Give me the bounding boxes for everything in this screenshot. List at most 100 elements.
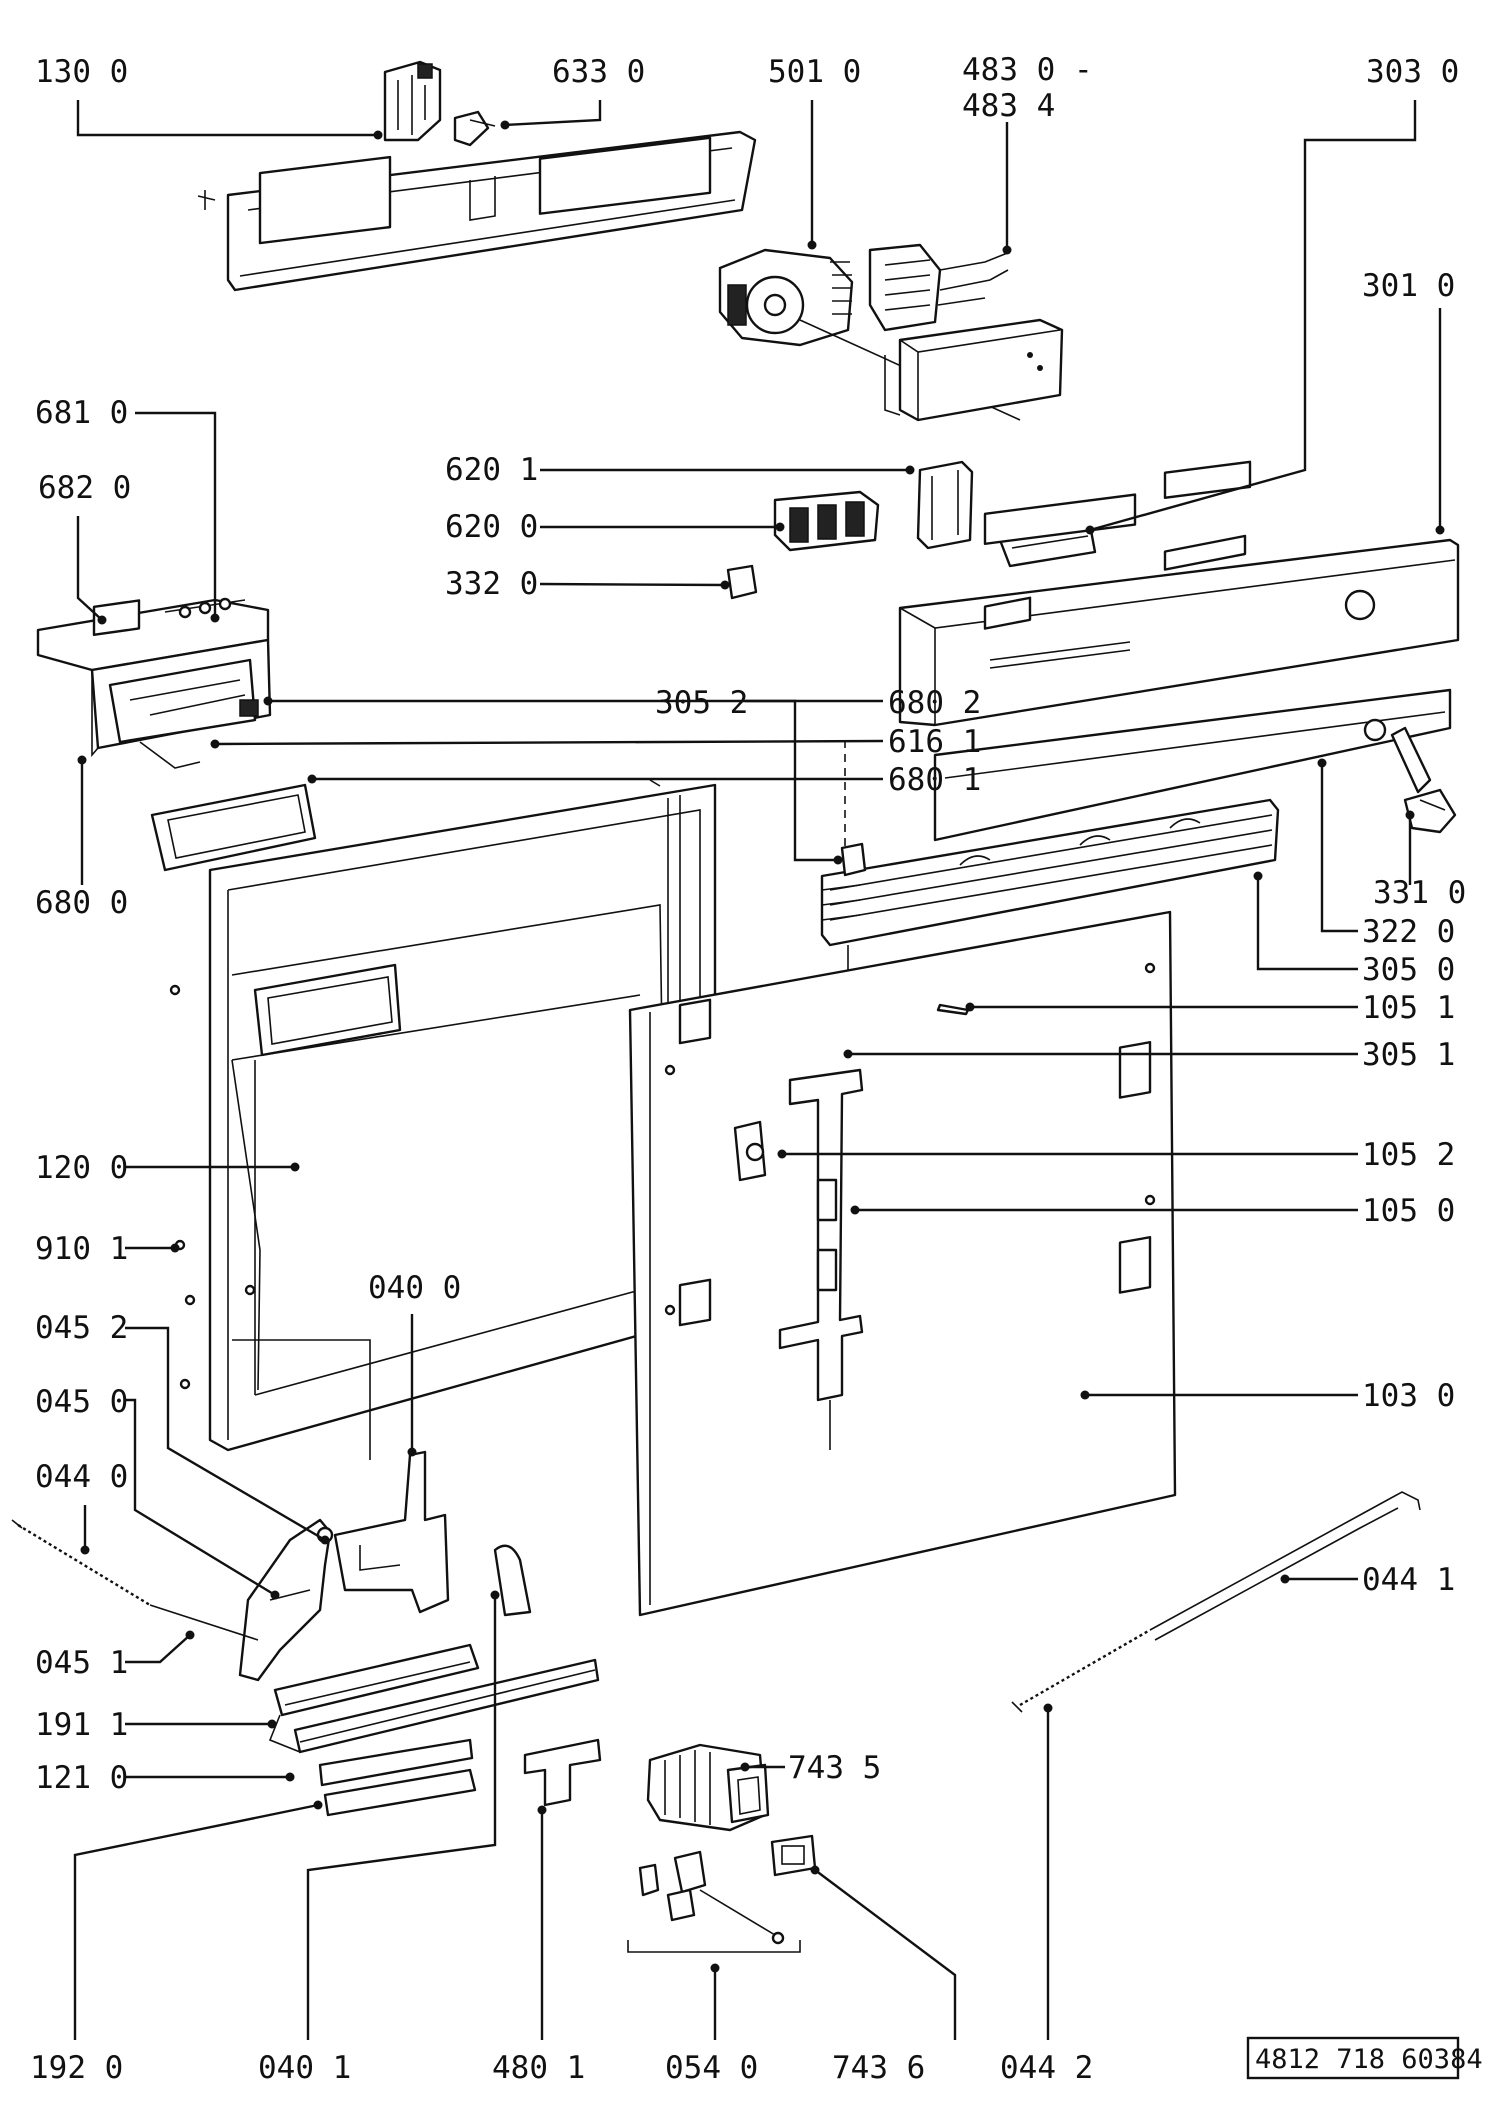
callout-label-p7436: 743 6: [832, 2050, 925, 2086]
leader-dot-p0441: [1280, 1574, 1290, 1584]
part-small-connector: [770, 1834, 817, 1877]
part-spring-left: [11, 1519, 259, 1641]
part-control-knob: [1390, 726, 1457, 834]
part-outer-door-panel: [628, 910, 1177, 1617]
callout-label-p1051: 105 1: [1362, 990, 1455, 1026]
leader-line-p0451: [125, 1634, 191, 1664]
callout-label-p1210: 121 0: [35, 1760, 128, 1796]
callout-label-p0540: 054 0: [665, 2050, 758, 2086]
callout-label-p3310: 331 0: [1373, 875, 1466, 911]
part-relay-block: [773, 490, 880, 552]
leader-dot-p0440: [80, 1545, 90, 1555]
leader-dot-p1030: [1080, 1390, 1090, 1400]
callout-label-p3030: 303 0: [1366, 54, 1459, 90]
leader-line-p0401: [306, 1595, 497, 2040]
callout-label-p0441: 044 1: [1362, 1562, 1455, 1598]
part-small-bracket: [523, 1738, 602, 1807]
callout-label-p3220: 322 0: [1362, 914, 1455, 950]
leader-dot-p4830: [1002, 245, 1012, 255]
leader-dot-p3050: [1253, 871, 1263, 881]
drawing-reference-number: 4812 718 60384: [1255, 2044, 1483, 2075]
leader-line-p3030: [1089, 100, 1417, 532]
leader-dot-p0401: [490, 1590, 500, 1600]
callout-label-p1030: 103 0: [1362, 1378, 1455, 1414]
leader-line-p6810: [135, 411, 217, 618]
leader-line-p1300: [76, 100, 378, 137]
callout-label-p6161: 616 1: [888, 724, 981, 760]
callout-label-p6330: 633 0: [552, 54, 645, 90]
leader-dot-p1911: [267, 1719, 277, 1729]
leader-dot-p0451: [185, 1630, 195, 1640]
callout-label-p1300: 130 0: [35, 54, 128, 90]
leader-dot-p1300: [373, 130, 383, 140]
part-screw-kit: [627, 1850, 801, 1953]
leader-dot-p3310: [1405, 810, 1415, 820]
leader-dot-p7436: [810, 1865, 820, 1875]
leader-dot-p7435: [740, 1762, 750, 1772]
part-module-housing: [884, 318, 1064, 422]
callout-label-p6801: 680 1: [888, 762, 981, 798]
callout-label-p3010: 301 0: [1362, 268, 1455, 304]
callout-label-p0450: 045 0: [35, 1384, 128, 1420]
part-bracket-upright: [916, 460, 974, 550]
leader-lines: [73, 100, 1445, 2040]
callout-label-p3052: 305 2: [655, 685, 748, 721]
callout-label-p1200: 120 0: [35, 1150, 128, 1186]
callout-label-p6200: 620 0: [445, 509, 538, 545]
leader-dot-p1051: [965, 1002, 975, 1012]
part-handle-trim: [820, 798, 1280, 947]
leader-dot-p3320: [720, 580, 730, 590]
leader-dot-p3030: [1085, 525, 1095, 535]
part-small-cube: [726, 564, 758, 600]
leader-dot-p1050: [850, 1205, 860, 1215]
leader-dot-p0442: [1043, 1703, 1053, 1713]
leader-dot-p3220: [1317, 758, 1327, 768]
leader-dot-p6810: [210, 613, 220, 623]
leader-line-p3320: [539, 582, 726, 587]
leader-dot-p3051: [843, 1049, 853, 1059]
leader-dot-p6801: [307, 774, 317, 784]
leader-dot-p0400: [407, 1447, 417, 1457]
callout-label-p9101: 910 1: [35, 1231, 128, 1267]
callout-label-p1052: 105 2: [1362, 1137, 1455, 1173]
callout-label-p5010: 501 0: [768, 54, 861, 90]
leader-dot-p1200: [290, 1162, 300, 1172]
leader-line-p3220: [1320, 763, 1358, 933]
leader-line-p6820: [76, 516, 103, 621]
part-control-rail: [197, 130, 757, 292]
callout-label-p1050: 105 0: [1362, 1193, 1455, 1229]
leader-dot-p0450: [270, 1590, 280, 1600]
leader-dot-p0540: [710, 1963, 720, 1973]
part-connector-housing: [646, 1743, 770, 1832]
part-switch-bracket: [383, 60, 442, 142]
leader-dot-p6800: [77, 755, 87, 765]
callout-label-p6800: 680 0: [35, 885, 128, 921]
callout-label-p0400: 040 0: [368, 1270, 461, 1306]
callout-label-p0401: 040 1: [258, 2050, 351, 2086]
part-connector-block: [868, 243, 1011, 332]
leader-line-p0450: [125, 1398, 276, 1597]
part-gasket-frame: [150, 783, 317, 872]
callout-label-p0451: 045 1: [35, 1645, 128, 1681]
part-spring-right: [1011, 1491, 1421, 1713]
leader-dot-p6802: [263, 696, 273, 706]
callout-label-p3050: 305 0: [1362, 952, 1455, 988]
part-hinge-bracket: [333, 1450, 450, 1614]
leader-dot-p6330: [500, 120, 510, 130]
callout-label-p3051: 305 1: [1362, 1037, 1455, 1073]
leader-dot-p1210: [285, 1772, 295, 1782]
leader-dot-p6200: [775, 522, 785, 532]
part-fascia-plate: [933, 534, 1452, 842]
part-control-module: [36, 597, 272, 769]
leader-line-p1920: [73, 1803, 319, 2040]
leader-line-p0452: [125, 1326, 326, 1542]
callout-label-p1920: 192 0: [30, 2050, 123, 2086]
callout-label-p0452: 045 2: [35, 1310, 128, 1346]
callout-label-p4801: 480 1: [492, 2050, 585, 2086]
leader-dot-p4801: [537, 1805, 547, 1815]
callout-label-p6802: 680 2: [888, 685, 981, 721]
leader-dot-p5010: [807, 240, 817, 250]
callout-label-p0442: 044 2: [1000, 2050, 1093, 2086]
